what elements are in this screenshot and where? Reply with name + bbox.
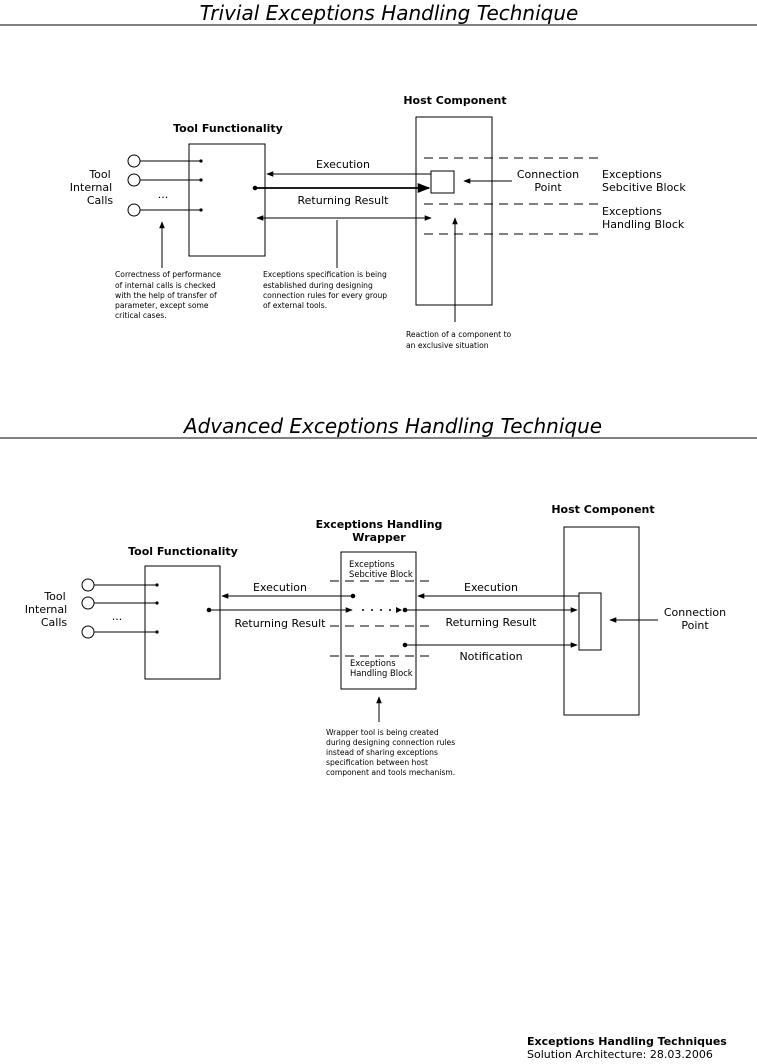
tool-calls-label-3: Calls bbox=[41, 616, 68, 629]
host-component-label: Host Component bbox=[551, 503, 654, 516]
connection-point-label-1: Connection bbox=[664, 606, 726, 619]
tool-functionality-label: Tool Functionality bbox=[128, 545, 238, 558]
call-dot bbox=[155, 630, 159, 634]
host-component-box bbox=[563, 526, 640, 716]
internal-call-port bbox=[81, 596, 95, 610]
call-dot bbox=[199, 178, 203, 182]
wrapper-handling-label-2: Handling Block bbox=[350, 668, 413, 678]
notification-label: Notification bbox=[459, 650, 522, 663]
exceptions-sensitive-label-2: Sebcitive Block bbox=[602, 181, 686, 194]
wrapper-handling-label-1: Exceptions bbox=[350, 658, 396, 668]
internal-call-port bbox=[127, 203, 141, 217]
exceptions-handling-label-2: Handling Block bbox=[602, 218, 685, 231]
note-reaction: Reaction of a component to an exclusive … bbox=[406, 330, 514, 350]
call-dot bbox=[199, 208, 203, 212]
returning-result-origin bbox=[252, 185, 258, 191]
returning-right-label: Returning Result bbox=[446, 616, 538, 629]
returning-left-label: Returning Result bbox=[235, 617, 327, 630]
host-component-box bbox=[415, 116, 493, 306]
returning-result-label: Returning Result bbox=[298, 194, 390, 207]
connection-point-label-1: Connection bbox=[517, 168, 579, 181]
execution-left-label: Execution bbox=[253, 581, 307, 594]
internal-link-head bbox=[396, 607, 402, 613]
connection-point-label-2: Point bbox=[534, 181, 562, 194]
footer-title: Exceptions Handling Techniques bbox=[527, 1035, 727, 1048]
internal-call-port bbox=[81, 625, 95, 639]
execution-left-origin bbox=[350, 593, 356, 599]
calls-ellipsis: ... bbox=[158, 188, 169, 201]
internal-call-port bbox=[81, 578, 95, 592]
notification-origin bbox=[402, 642, 408, 648]
tool-calls-label-2: Internal bbox=[25, 603, 67, 616]
call-dot bbox=[155, 583, 159, 587]
wrapper-title-1: Exceptions Handling bbox=[316, 518, 443, 531]
tool-calls-label-3: Calls bbox=[87, 194, 114, 207]
tool-functionality-box bbox=[144, 565, 221, 680]
diagram2-title: Advanced Exceptions Handling Technique bbox=[182, 414, 602, 438]
footer-subtitle: Solution Architecture: 28.03.2006 bbox=[527, 1048, 713, 1061]
call-dot bbox=[155, 601, 159, 605]
exceptions-sensitive-label-1: Exceptions bbox=[602, 168, 662, 181]
host-component-label: Host Component bbox=[403, 94, 506, 107]
returning-left-origin bbox=[206, 607, 212, 613]
connection-point-box bbox=[578, 592, 602, 651]
tool-calls-label-2: Internal bbox=[70, 181, 112, 194]
wrapper-sensitive-label-1: Exceptions bbox=[349, 559, 395, 569]
tool-calls-label-1: Tool bbox=[88, 168, 110, 181]
note-specification: Exceptions specification is being establ… bbox=[263, 270, 390, 310]
connection-point-box bbox=[430, 170, 455, 194]
returning-right-origin bbox=[402, 607, 408, 613]
internal-call-port bbox=[127, 173, 141, 187]
note-correctness: Correctness of performance of internal c… bbox=[115, 270, 223, 320]
diagram1-title: Trivial Exceptions Handling Technique bbox=[200, 1, 579, 25]
exceptions-handling-label-1: Exceptions bbox=[602, 205, 662, 218]
execution-label: Execution bbox=[316, 158, 370, 171]
tool-functionality-label: Tool Functionality bbox=[173, 122, 283, 135]
tool-functionality-box bbox=[188, 143, 266, 257]
calls-ellipsis: ... bbox=[112, 610, 123, 623]
note-wrapper: Wrapper tool is being created during des… bbox=[326, 728, 458, 777]
wrapper-title-2: Wrapper bbox=[352, 531, 406, 544]
tool-calls-label-1: Tool bbox=[43, 590, 65, 603]
wrapper-box bbox=[340, 551, 417, 690]
call-dot bbox=[199, 159, 203, 163]
wrapper-sensitive-label-2: Sebcitive Block bbox=[349, 569, 413, 579]
internal-call-port bbox=[127, 154, 141, 168]
execution-right-label: Execution bbox=[464, 581, 518, 594]
connection-point-label-2: Point bbox=[681, 619, 709, 632]
